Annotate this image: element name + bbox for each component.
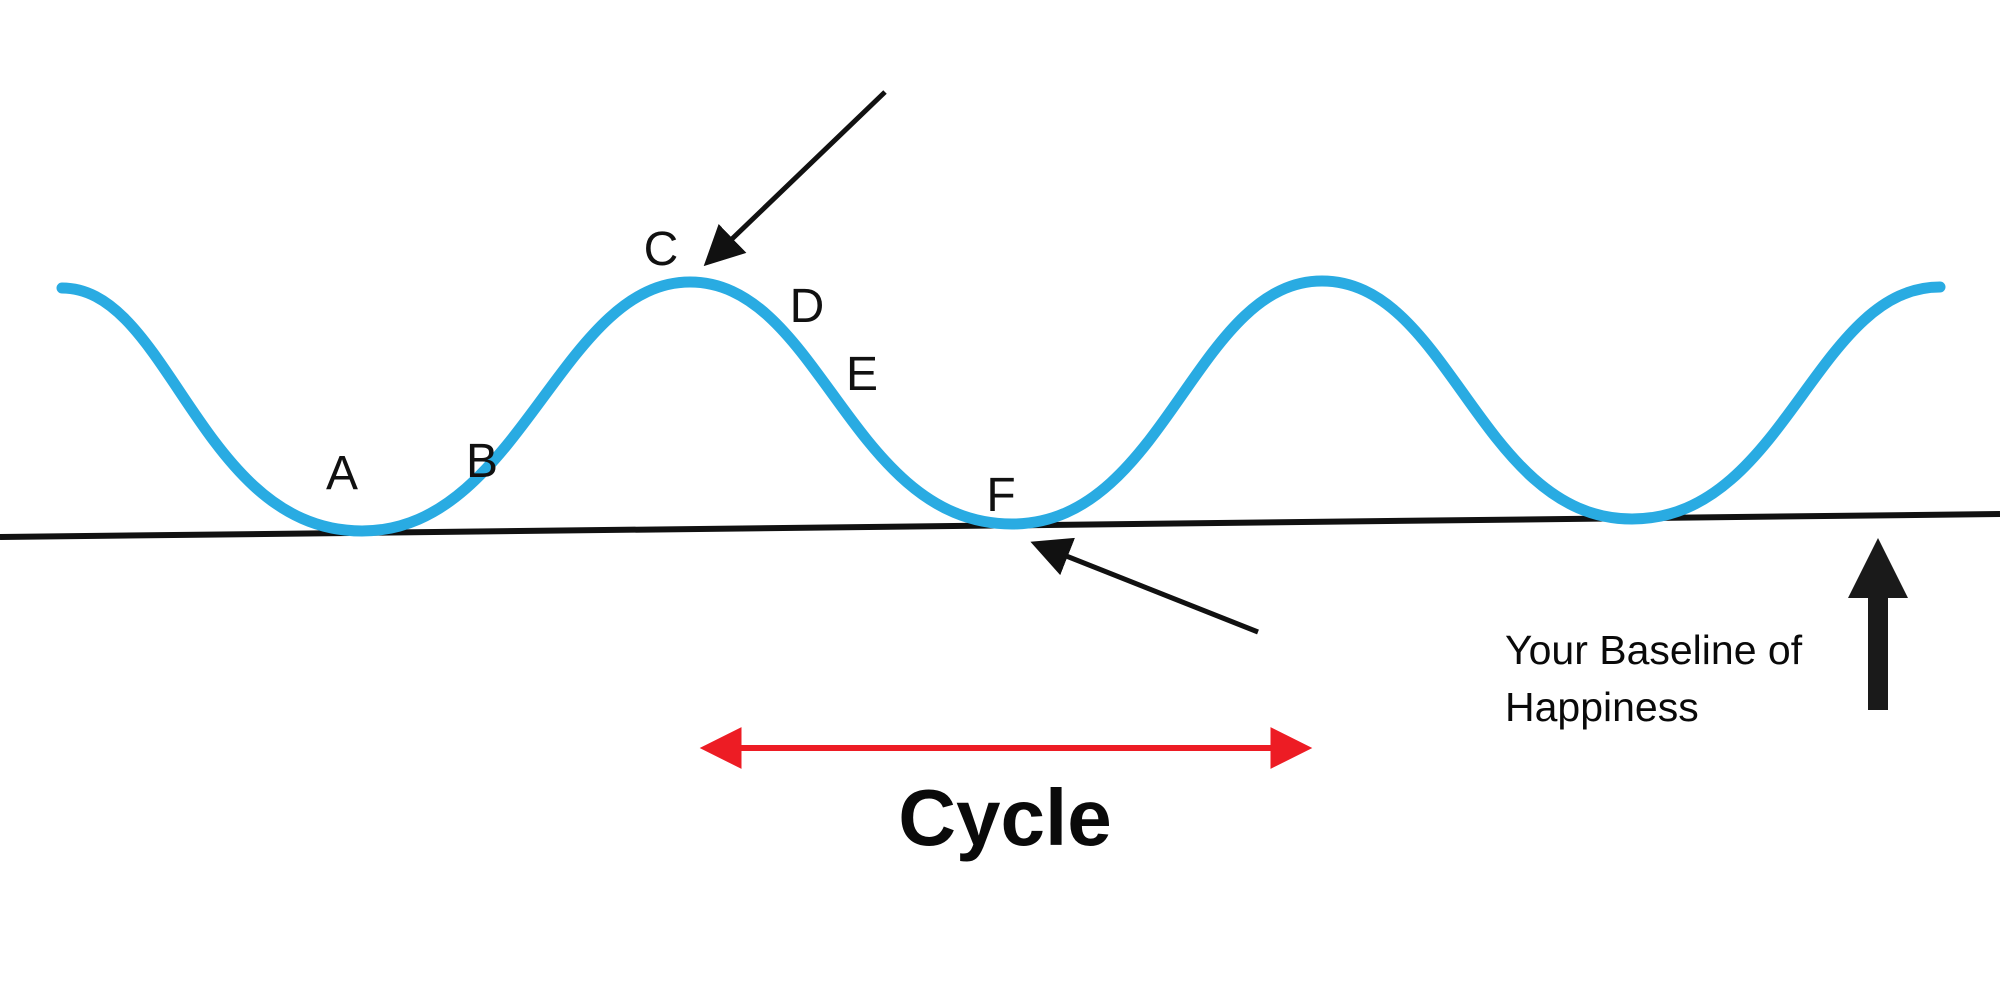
point-label-d: D <box>789 280 825 333</box>
peak-pointer-arrow <box>703 90 887 267</box>
baseline-up-arrow <box>1848 538 1908 710</box>
cycle-label: Cycle <box>898 773 1112 862</box>
point-label-c: C <box>643 223 679 276</box>
baseline-label-line-2: Happiness <box>1505 684 1699 730</box>
baseline-label-line-1: Your Baseline of <box>1505 627 1803 673</box>
baseline-label: Your Baseline of Happiness <box>1505 622 1802 736</box>
wave-curve <box>56 275 1946 537</box>
point-label-e: E <box>845 348 879 401</box>
point-label-b: B <box>465 435 499 488</box>
trough-pointer-arrow <box>1030 537 1259 635</box>
point-label-f: F <box>986 469 1016 522</box>
point-label-a: A <box>325 447 359 500</box>
